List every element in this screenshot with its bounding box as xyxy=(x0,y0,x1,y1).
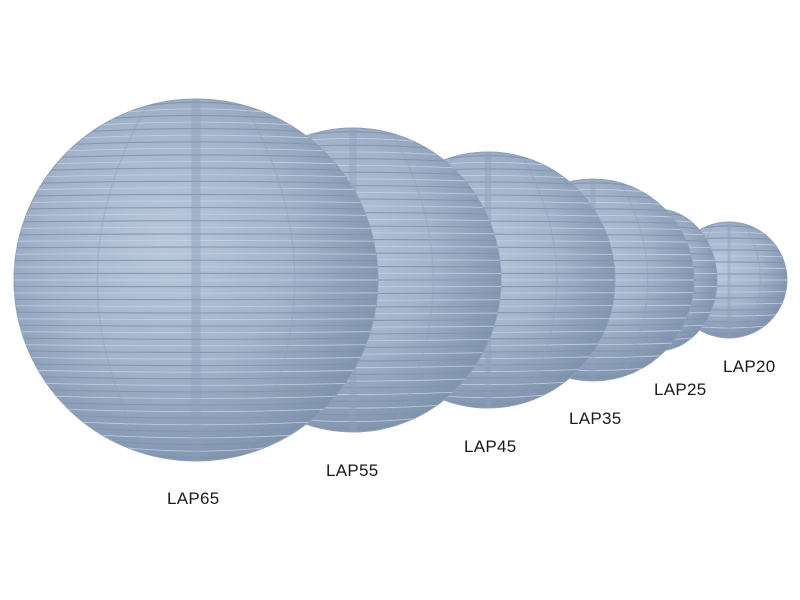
lantern-label-lap65: LAP65 xyxy=(167,489,220,508)
lantern-lap65 xyxy=(13,98,379,462)
lantern-ribs xyxy=(14,99,378,461)
lantern-label-lap45: LAP45 xyxy=(464,437,517,456)
lantern-label-lap25: LAP25 xyxy=(654,380,707,399)
lantern-label-lap55: LAP55 xyxy=(326,461,379,480)
lantern-label-lap20: LAP20 xyxy=(723,357,776,376)
lantern-label-lap35: LAP35 xyxy=(569,409,622,428)
